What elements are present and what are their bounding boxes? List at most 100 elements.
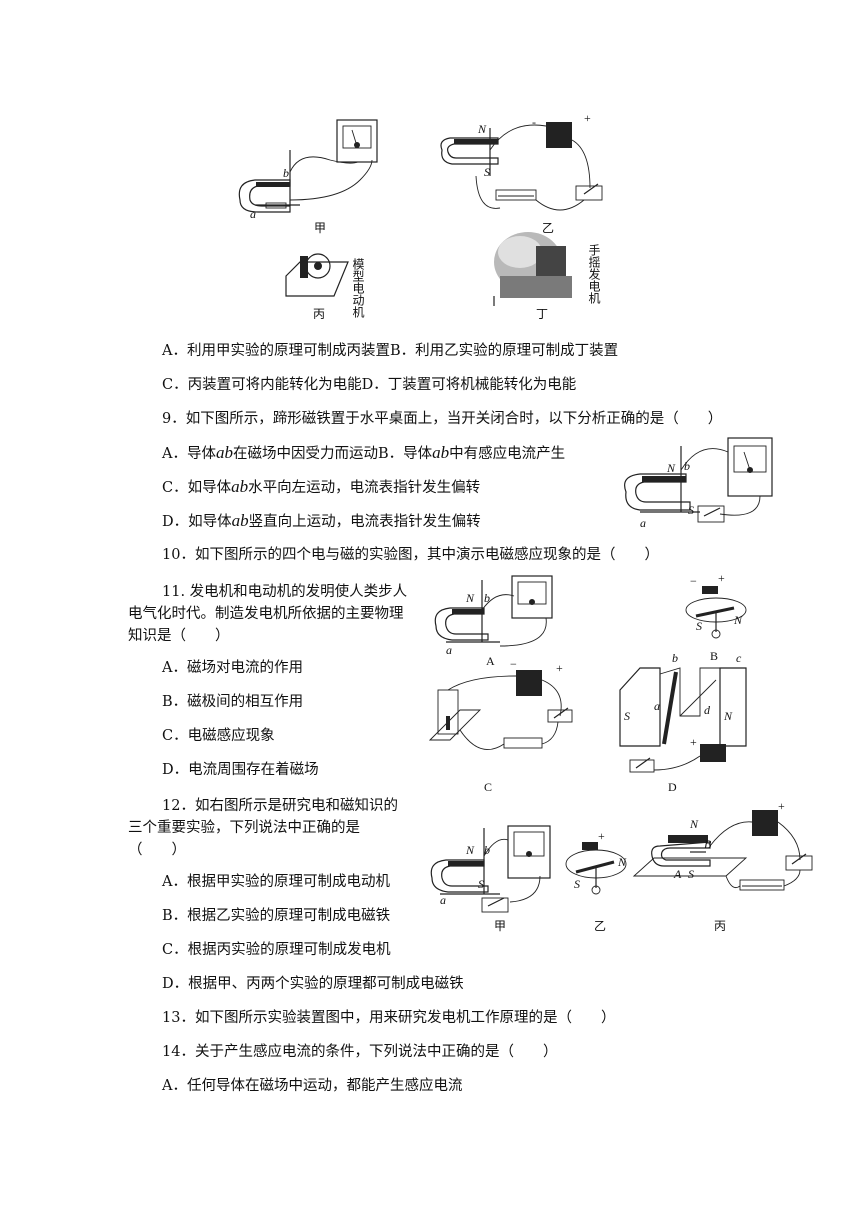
figure-q12-yi: + S N 乙 — [565, 829, 627, 933]
q9-option-c-prefix: C．如导体 — [162, 480, 232, 496]
q9-fig-label-b: b — [684, 459, 690, 473]
q10-label-D: D — [668, 780, 677, 794]
q9-option-c-ab: ab — [231, 477, 249, 496]
q12-yi-label-plus: + — [598, 829, 605, 843]
q10-stem: 10．如下图所示的四个电与磁的实验图，其中演示电磁感应现象的是（ ） — [162, 547, 659, 563]
q9-option-d-ab: ab — [231, 511, 249, 530]
q12-jia-label-b: b — [484, 843, 490, 857]
q10-label-C: C — [484, 780, 492, 794]
q10-c-label-minus: − — [510, 657, 517, 671]
q9-stem: 9．如下图所示，蹄形磁铁置于水平桌面上，当开关闭合时，以下分析正确的是（ ） — [162, 411, 723, 427]
q12-jia-label-S: S — [478, 877, 484, 891]
figure-q10-d: S N a b c d + D — [619, 651, 747, 794]
q9-option-d-prefix: D．如导体 — [162, 514, 232, 530]
figure-q10-c: − + C — [428, 657, 573, 794]
q8-options-row2: C．丙装置可将内能转化为电能D．丁装置可将机械能转化为电能 — [162, 375, 576, 395]
q11-option-d[interactable]: D．电流周围存在着磁场 — [162, 762, 319, 778]
q12-option-b[interactable]: B．根据乙实验的原理可制成电磁铁 — [162, 908, 391, 924]
q12-bing-label-plus: + — [778, 799, 785, 813]
label-yi: 乙 — [542, 221, 554, 235]
q12-bing-label-S: S — [688, 867, 694, 881]
q10-b-label-plus: + — [718, 571, 725, 585]
q9-option-c-text: 水平向左运动，电流表指针发生偏转 — [248, 480, 481, 496]
q9-option-d-text: 竖直向上运动，电流表指针发生偏转 — [248, 514, 481, 530]
q9-option-d[interactable]: D．如导体ab竖直向上运动，电流表指针发生偏转 — [162, 511, 481, 532]
q9-option-b-prefix: B．导体 — [377, 446, 433, 462]
q13-stem: 13．如下图所示实验装置图中，用来研究发电机工作原理的是（ ） — [162, 1010, 616, 1026]
q12-stem-line3: （ ） — [128, 842, 186, 858]
q12-label-bing: 丙 — [714, 919, 726, 933]
q9-fig-label-S: S — [688, 503, 694, 517]
q12-bing-label-B: B — [704, 837, 712, 851]
figure-q10-b: − + S N B — [685, 571, 747, 663]
label-bing: 丙 — [313, 307, 325, 321]
q11-option-b[interactable]: B．磁极间的相互作用 — [162, 694, 304, 710]
q10-d-label-S: S — [624, 709, 630, 723]
figure-q10-a: N b a A — [434, 575, 553, 668]
q10-c-label-plus: + — [556, 661, 563, 675]
label-N: N — [477, 122, 487, 136]
figure-q12-bing: N S A B + 丙 — [632, 799, 813, 933]
q10-label-A: A — [486, 654, 495, 668]
q9-option-c[interactable]: C．如导体ab水平向左运动，电流表指针发生偏转 — [162, 477, 480, 498]
q9-option-a-ab: ab — [215, 443, 233, 462]
label-bing-side: 模型电动机 — [351, 258, 365, 318]
q12-stem-line2: 三个重要实验，下列说法中正确的是 — [128, 820, 360, 836]
label-ding-side: 手摇发电机 — [587, 244, 601, 304]
q11-stem-line2: 电气化时代。制造发电机所依据的主要物理 — [128, 606, 404, 622]
q10-d-label-c: c — [736, 651, 742, 665]
figure-jia: b a 甲 — [238, 119, 378, 235]
q12-jia-label-N: N — [465, 843, 475, 857]
figure-q12-jia: N b S a 甲 — [430, 825, 551, 933]
q12-option-d[interactable]: D．根据甲、丙两个实验的原理都可制成电磁铁 — [162, 976, 464, 992]
q10-d-label-N: N — [723, 709, 733, 723]
q14-stem: 14．关于产生感应电流的条件，下列说法中正确的是（ ） — [162, 1044, 558, 1060]
q12-option-a[interactable]: A．根据甲实验的原理可制成电动机 — [162, 874, 390, 890]
q11-stem-line1: 11. 发电机和电动机的发明使人类步人 — [162, 584, 408, 600]
q12-yi-label-S: S — [574, 877, 580, 891]
label-S: S — [484, 165, 490, 179]
q9-option-b-ab: ab — [432, 443, 450, 462]
q12-label-jia: 甲 — [494, 919, 506, 933]
label-minus: - — [532, 115, 536, 129]
label-jia: 甲 — [314, 221, 326, 235]
q9-fig-label-N: N — [666, 461, 676, 475]
q11-option-a[interactable]: A．磁场对电流的作用 — [162, 660, 303, 676]
q10-d-label-d: d — [704, 703, 711, 717]
q10-b-label-N: N — [733, 613, 743, 627]
q9-option-b-text: 中有感应电流产生 — [449, 446, 566, 462]
q9-fig-label-a: a — [640, 516, 646, 530]
q8-option-b[interactable]: B．利用乙实验的原理可制成丁装置 — [389, 343, 619, 359]
q11-option-c[interactable]: C．电磁感应现象 — [162, 728, 275, 744]
q9-option-a-prefix: A．导体 — [162, 446, 216, 462]
q9-option-a[interactable]: A．导体ab在磁场中因受力而运动B．导体ab中有感应电流产生 — [162, 443, 565, 464]
q8-option-c[interactable]: C．丙装置可将内能转化为电能 — [162, 377, 362, 393]
q9-option-b[interactable]: B．导体ab中有感应电流产生 — [377, 443, 566, 462]
q14-option-a[interactable]: A．任何导体在磁场中运动，都能产生感应电流 — [162, 1078, 463, 1094]
q10-a-label-N: N — [465, 591, 475, 605]
q10-b-label-S: S — [696, 619, 702, 633]
q11-stem-line3: 知识是（ ） — [128, 628, 230, 644]
q10-label-B: B — [710, 649, 718, 663]
figure-ding: 丁 手摇发电机 — [493, 232, 601, 321]
q12-label-yi: 乙 — [594, 919, 606, 933]
q10-d-label-plus: + — [690, 735, 697, 749]
q8-options-row1: A．利用甲实验的原理可制成丙装置B．利用乙实验的原理可制成丁装置 — [162, 341, 618, 361]
label-a: a — [250, 207, 256, 221]
q8-option-d[interactable]: D．丁装置可将机械能转化为电能 — [361, 377, 577, 393]
q8-option-a[interactable]: A．利用甲实验的原理可制成丙装置 — [162, 343, 390, 359]
q9-option-a-text: 在磁场中因受力而运动 — [232, 446, 378, 462]
q10-a-label-b: b — [484, 591, 490, 605]
q10-b-label-minus: − — [690, 574, 697, 588]
q10-d-label-b: b — [672, 651, 678, 665]
label-ding: 丁 — [536, 307, 548, 321]
q12-yi-label-N: N — [617, 855, 627, 869]
label-b: b — [283, 166, 289, 180]
q10-d-label-a: a — [654, 699, 660, 713]
q12-option-c[interactable]: C．根据丙实验的原理可制成发电机 — [162, 942, 391, 958]
q10-a-label-a: a — [446, 643, 452, 657]
q12-bing-label-N: N — [689, 817, 699, 831]
